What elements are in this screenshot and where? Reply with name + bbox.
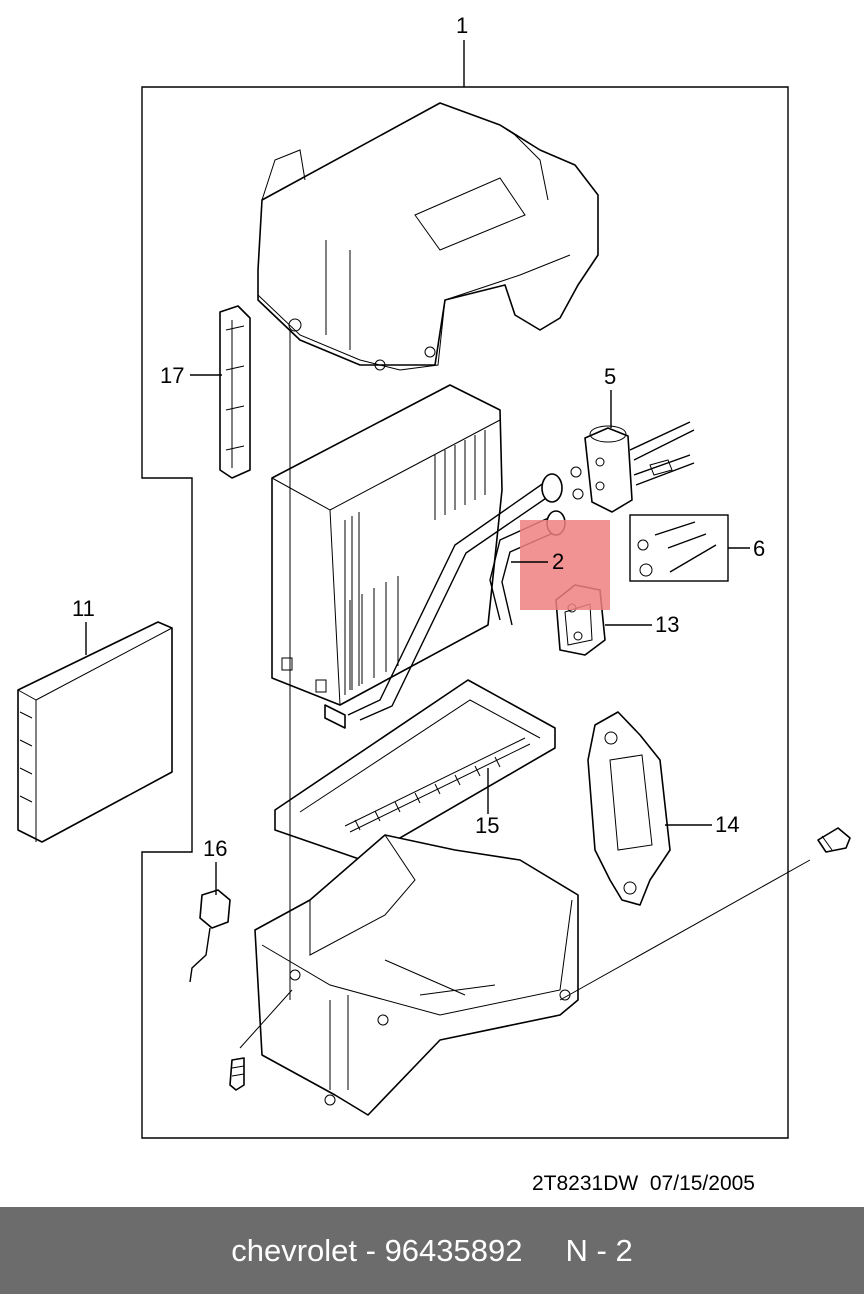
callout-14: 14	[715, 812, 739, 837]
expansion-valve	[570, 421, 695, 513]
footer-bar	[0, 1207, 864, 1294]
drain-tray	[274, 679, 556, 861]
guide-line-screw	[239, 989, 293, 1049]
highlight-box	[520, 520, 610, 610]
callout-13: 13	[655, 612, 679, 637]
filter-door	[219, 305, 251, 479]
flange-gasket	[587, 711, 671, 906]
callout-1: 1	[456, 13, 468, 38]
parts-diagram: 1 2 5 6 11 13 14 15 16 17 2T8231DW 07/15…	[17, 13, 851, 1195]
callout-11: 11	[72, 596, 95, 621]
callout-15: 15	[475, 813, 499, 838]
fastener-kit	[629, 514, 729, 582]
assembly-frame	[141, 86, 789, 1139]
footer-caption: chevrolet - 96435892 N - 2	[231, 1233, 633, 1268]
diagram-reference: 2T8231DW 07/15/2005	[532, 1172, 755, 1195]
cabin-filter	[17, 621, 173, 843]
callout-16: 16	[203, 836, 227, 861]
callout-6: 6	[753, 536, 765, 561]
guide-line-screw-right	[559, 859, 811, 1001]
screws	[229, 827, 851, 1091]
leader-lines	[85, 40, 750, 895]
temperature-sensor	[189, 889, 231, 983]
callout-2: 2	[552, 549, 564, 574]
evaporator-core	[271, 384, 503, 729]
callout-17: 17	[160, 363, 184, 388]
upper-housing	[257, 102, 599, 371]
lower-housing	[254, 834, 579, 1116]
callout-5: 5	[604, 364, 616, 389]
